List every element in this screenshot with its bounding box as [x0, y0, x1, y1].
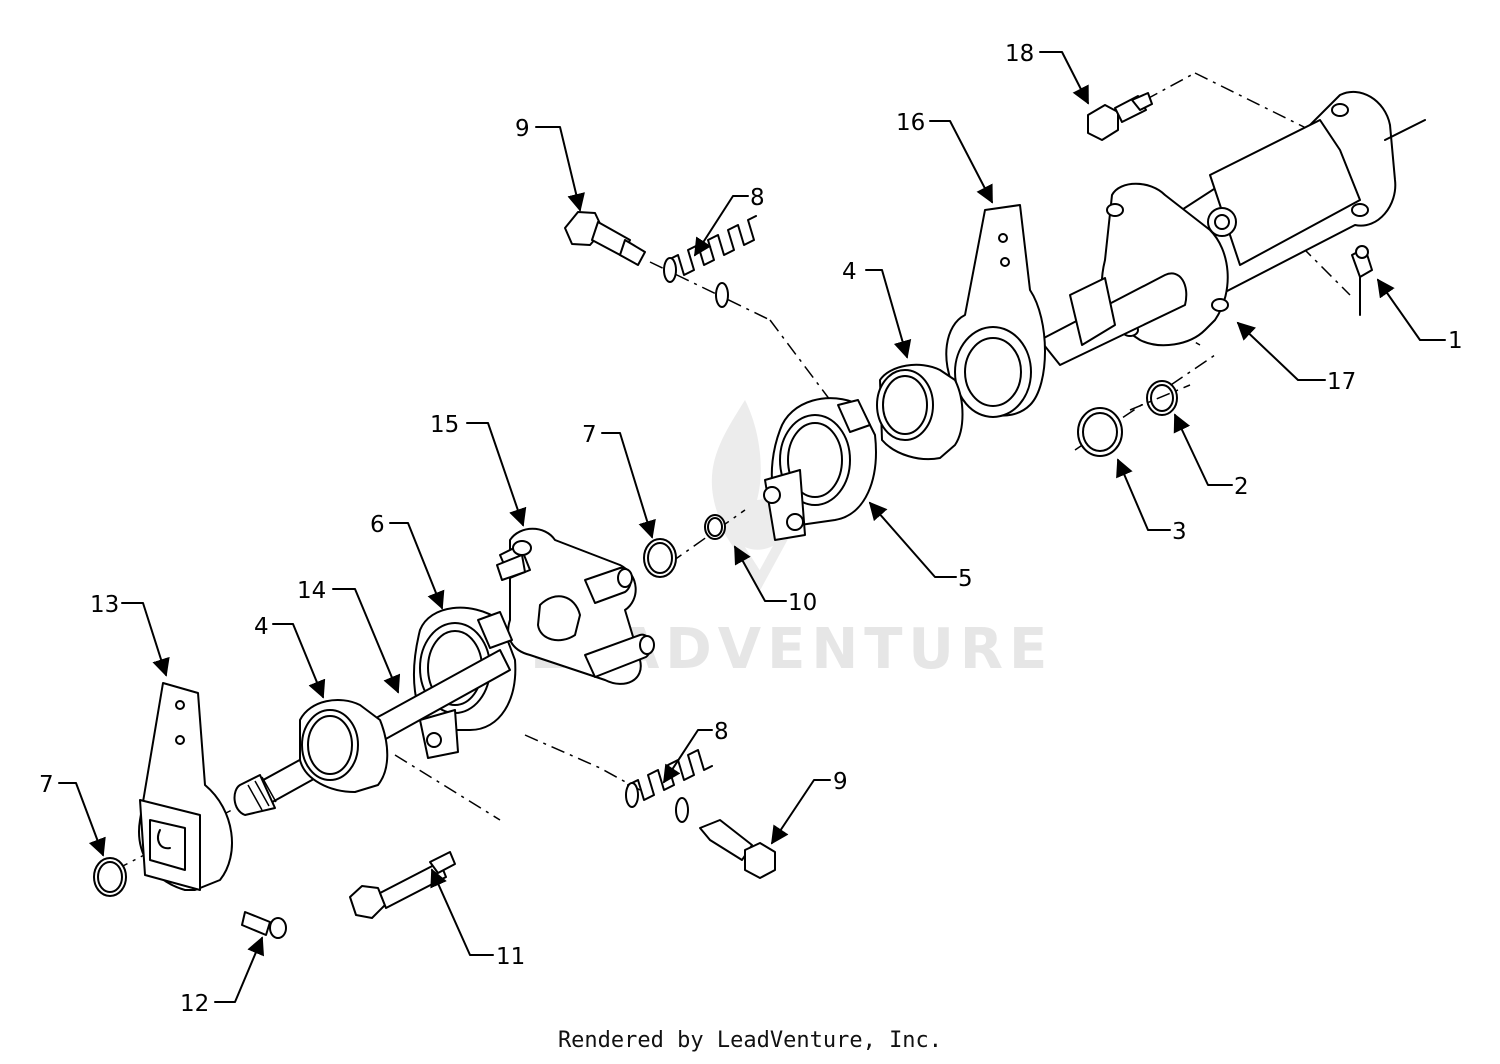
callout-7-lower: 7	[39, 772, 54, 798]
callout-4-lower: 4	[254, 614, 269, 640]
callout-16: 16	[896, 110, 925, 136]
part-10-ring	[704, 514, 726, 540]
part-4-bushing-upper	[876, 363, 964, 461]
part-13-arm	[138, 682, 233, 891]
part-9-bolt-upper	[564, 211, 646, 266]
part-5-collar-clamp	[763, 397, 877, 541]
part-8-spring-upper	[663, 215, 757, 308]
callout-12: 12	[180, 991, 209, 1017]
part-15-plate	[496, 527, 655, 685]
part-17-housing	[1039, 90, 1426, 366]
callout-leaders	[58, 51, 1446, 1003]
callout-7-upper: 7	[582, 422, 597, 448]
callout-18: 18	[1005, 41, 1034, 67]
callout-8-upper: 8	[750, 185, 765, 211]
callout-9-upper: 9	[515, 116, 530, 142]
part-16-arm	[945, 204, 1046, 418]
callout-4-upper: 4	[842, 259, 857, 285]
callout-14: 14	[297, 578, 326, 604]
part-12-screw	[241, 911, 287, 939]
callout-6: 6	[370, 512, 385, 538]
callout-8-lower: 8	[714, 719, 729, 745]
part-18-bolt	[1087, 92, 1153, 141]
callout-9-lower: 9	[833, 769, 848, 795]
part-4-bushing-lower	[299, 699, 389, 793]
callout-2: 2	[1234, 474, 1249, 500]
callout-11: 11	[496, 944, 525, 970]
footer-credit: Rendered by LeadVenture, Inc.	[557, 1028, 943, 1053]
callout-1: 1	[1448, 328, 1463, 354]
callout-13: 13	[90, 592, 119, 618]
part-8-spring-lower	[625, 749, 713, 823]
callout-3: 3	[1172, 519, 1187, 545]
part-2-3-rings	[1077, 380, 1191, 457]
callout-5: 5	[958, 566, 973, 592]
part-7-snap-ring-lower	[93, 857, 127, 897]
callout-17: 17	[1327, 369, 1356, 395]
callout-15: 15	[430, 412, 459, 438]
callout-10: 10	[788, 590, 817, 616]
part-9-bolt-lower	[699, 819, 776, 879]
part-1-grease-fitting	[1351, 245, 1373, 316]
part-7-snap-ring-upper	[643, 538, 677, 578]
callout-labels: 1 2 3 4 4 5 6 7 7 8 8 9 9 10 11 12 13 14…	[39, 41, 1463, 1017]
